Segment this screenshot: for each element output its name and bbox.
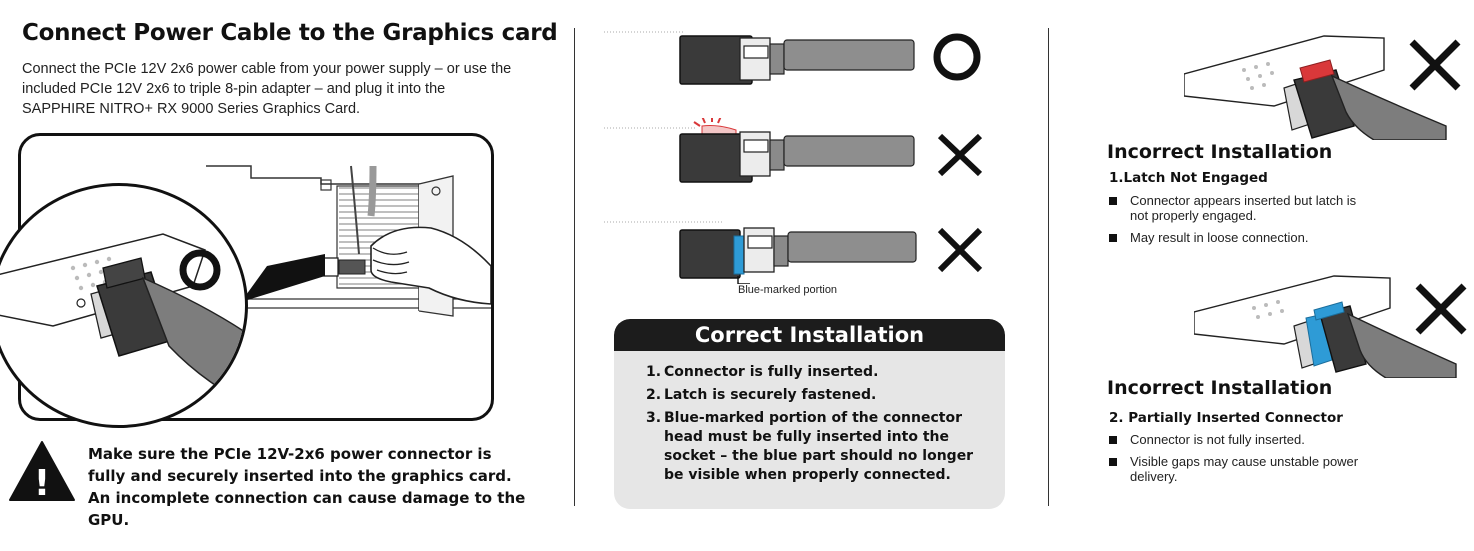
incorrect-cross-icon	[937, 227, 983, 273]
page-title: Connect Power Cable to the Graphics card	[22, 20, 558, 46]
warning-icon: !	[9, 441, 75, 502]
incorrect-cross-icon	[1409, 39, 1461, 91]
list-item: Visible gaps may cause unstable power de…	[1109, 454, 1359, 484]
latch-not-engaged-illustration	[1184, 35, 1447, 140]
correct-installation-list: 1.Connector is fully inserted. 2.Latch i…	[646, 363, 996, 489]
correct-installation-panel: Correct Installation 1.Connector is full…	[614, 319, 1005, 509]
connector-closeup-illustration	[0, 233, 245, 404]
incorrect-installation-bullets: Connector is not fully inserted. Visible…	[1109, 432, 1359, 491]
column-divider	[1048, 28, 1049, 506]
blue-marked-label: Blue-marked portion	[738, 284, 838, 296]
incorrect-installation-title: Incorrect Installation	[1107, 141, 1333, 163]
incorrect-installation-bullets: Connector appears inserted but latch is …	[1109, 193, 1359, 252]
incorrect-cross-icon	[937, 133, 983, 177]
incorrect-installation-subtitle: 2. Partially Inserted Connector	[1109, 410, 1343, 426]
intro-paragraph: Connect the PCIe 12V 2x6 power cable fro…	[22, 61, 512, 117]
incorrect-installation-subtitle: 1.Latch Not Engaged	[1109, 170, 1268, 186]
svg-text:!: !	[34, 463, 50, 502]
graphics-card-illustration	[206, 165, 492, 317]
correct-installation-title: Correct Installation	[614, 319, 1005, 351]
list-item: 3.Blue-marked portion of the connector h…	[646, 410, 974, 483]
connector-row-partially-inserted	[604, 221, 983, 284]
correct-circle-icon	[933, 33, 981, 81]
list-item: 1.Connector is fully inserted.	[646, 364, 879, 380]
connector-row-correct	[604, 31, 981, 85]
warning-message: Make sure the PCIe 12V-2x6 power connect…	[88, 445, 526, 529]
list-item: Connector is not fully inserted.	[1109, 432, 1359, 447]
correct-circle-icon	[179, 249, 221, 291]
connector-row-latch-not-engaged	[604, 118, 983, 183]
incorrect-cross-icon	[1415, 283, 1467, 335]
partially-inserted-illustration	[1194, 275, 1457, 378]
list-item: 2.Latch is securely fastened.	[646, 387, 877, 403]
column-divider	[574, 28, 575, 506]
list-item: Connector appears inserted but latch is …	[1109, 193, 1359, 223]
incorrect-installation-title: Incorrect Installation	[1107, 377, 1333, 399]
list-item: May result in loose connection.	[1109, 230, 1359, 245]
zoom-detail-circle	[0, 183, 248, 428]
